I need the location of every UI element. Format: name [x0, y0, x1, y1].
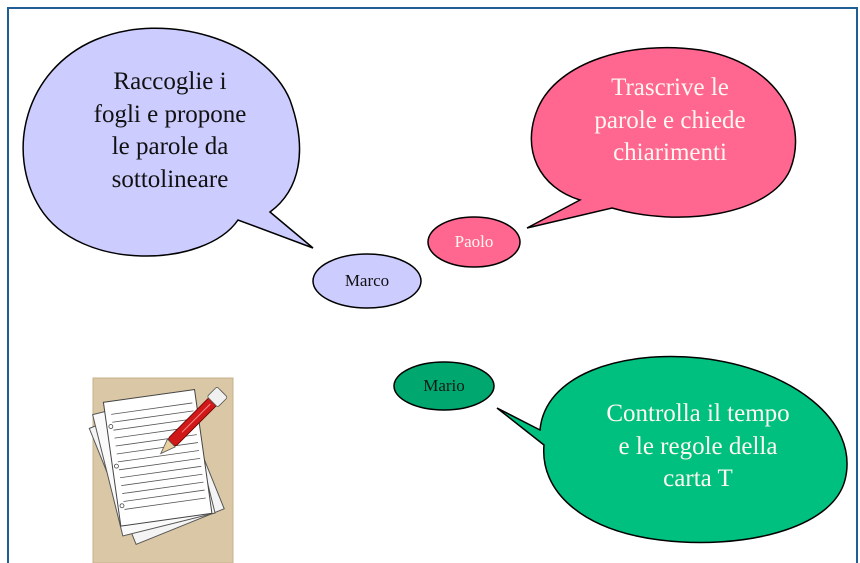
paolo-speech-line: parole e chiede	[594, 106, 746, 134]
mario-speech-bubble	[496, 355, 848, 544]
mario-speech-line: carta T	[663, 465, 733, 492]
marco-speech-line: sottolineare	[111, 165, 229, 193]
mario-speech-text: Controlla il tempo e le regole della car…	[578, 398, 818, 496]
paolo-name-label: Paolo	[454, 232, 494, 251]
marco-name-bubble	[312, 253, 422, 309]
marco-speech-text: Raccoglie i fogli e propone le parole da…	[60, 66, 280, 196]
marco-speech-line: Raccoglie i	[113, 68, 227, 95]
paolo-speech-line: chiarimenti	[613, 139, 727, 166]
paolo-speech-text: Trascrive le parole e chiede chiarimenti	[565, 72, 775, 170]
papers-and-pen-icon	[88, 377, 234, 563]
marco-speech-line: fogli e propone	[93, 100, 247, 128]
paolo-speech-bubble	[526, 46, 797, 229]
marco-name-label: Marco	[344, 271, 390, 290]
mario-name-bubble	[393, 361, 495, 411]
marco-speech-bubble	[22, 27, 314, 257]
paolo-name-bubble	[427, 216, 521, 268]
mario-name-label: Mario	[423, 376, 465, 395]
marco-speech-line: le parole da	[111, 133, 229, 160]
mario-speech-line: e le regole della	[618, 432, 778, 460]
paolo-speech-line: Trascrive le	[611, 74, 729, 101]
mario-speech-line: Controlla il tempo	[606, 400, 790, 427]
